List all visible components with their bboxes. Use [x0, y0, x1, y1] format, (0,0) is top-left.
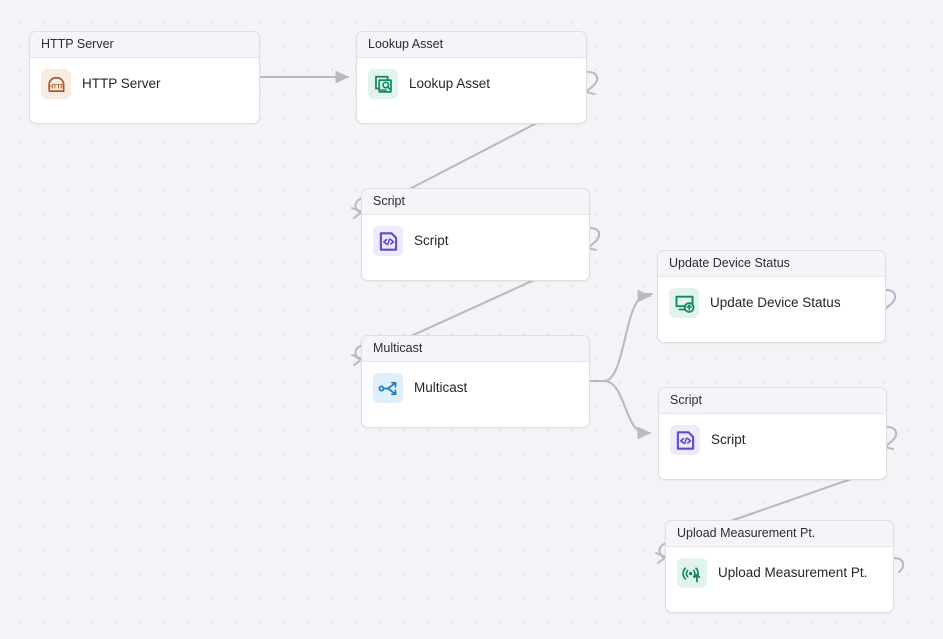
upload-measurement-icon — [677, 558, 707, 588]
node-body-http-server: HTTP HTTP Server — [30, 58, 259, 110]
node-title-script-1: Script — [373, 194, 405, 209]
edge-stub-lookup-asset-right — [584, 70, 599, 94]
node-label-multicast: Multicast — [414, 379, 468, 395]
node-script-1[interactable]: Script Script — [361, 188, 590, 281]
edge-multicast-to-script-2 — [602, 379, 652, 440]
lookup-asset-icon — [368, 69, 398, 99]
edge-stub-lookup-asset-right-tip — [585, 91, 595, 95]
node-title-multicast: Multicast — [373, 341, 423, 356]
node-upload-measurement-pt[interactable]: Upload Measurement Pt. Upload Measuremen… — [665, 520, 894, 613]
node-multicast[interactable]: Multicast Multicast — [361, 335, 590, 428]
node-label-http-server: HTTP Server — [82, 75, 161, 91]
edge-multicast-to-update-device-status — [602, 289, 652, 383]
node-header-upload-measurement-pt: Upload Measurement Pt. — [666, 521, 893, 547]
node-body-script-2: Script — [659, 414, 886, 466]
node-label-script-2: Script — [711, 431, 746, 447]
node-body-lookup-asset: Lookup Asset — [357, 58, 586, 110]
node-label-lookup-asset: Lookup Asset — [409, 75, 491, 91]
node-title-lookup-asset: Lookup Asset — [368, 37, 444, 52]
multicast-icon — [373, 373, 403, 403]
node-header-script-1: Script — [362, 189, 589, 215]
svg-text:HTTP: HTTP — [48, 83, 64, 90]
node-title-update-device-status: Update Device Status — [669, 256, 790, 271]
node-body-script-1: Script — [362, 215, 589, 267]
node-header-multicast: Multicast — [362, 336, 589, 362]
node-script-2[interactable]: Script Script — [658, 387, 887, 480]
node-title-script-2: Script — [670, 393, 702, 408]
node-header-http-server: HTTP Server — [30, 32, 259, 58]
update-device-status-icon — [669, 288, 699, 318]
node-header-script-2: Script — [659, 388, 886, 414]
node-label-script-1: Script — [414, 232, 449, 248]
edge-stub-upload-measurement-right — [892, 556, 905, 574]
node-header-update-device-status: Update Device Status — [658, 251, 885, 277]
node-label-upload-measurement-pt: Upload Measurement Pt. — [718, 564, 868, 580]
node-update-device-status[interactable]: Update Device Status Update Device Statu… — [657, 250, 886, 343]
http-server-icon: HTTP — [41, 69, 71, 99]
node-lookup-asset[interactable]: Lookup Asset Lookup Asset — [356, 31, 587, 124]
node-body-update-device-status: Update Device Status — [658, 277, 885, 329]
node-http-server[interactable]: HTTP Server HTTP HTTP Server — [29, 31, 260, 124]
edge-script-2-to-upload-measurement-pt — [720, 476, 856, 526]
script-icon — [670, 425, 700, 455]
edge-lookup-asset-to-script-1 — [396, 111, 558, 197]
node-title-http-server: HTTP Server — [41, 37, 114, 52]
node-header-lookup-asset: Lookup Asset — [357, 32, 586, 58]
node-label-update-device-status: Update Device Status — [710, 294, 841, 310]
script-icon — [373, 226, 403, 256]
node-body-upload-measurement-pt: Upload Measurement Pt. — [666, 547, 893, 599]
node-body-multicast: Multicast — [362, 362, 589, 414]
node-title-upload-measurement-pt: Upload Measurement Pt. — [677, 526, 816, 541]
